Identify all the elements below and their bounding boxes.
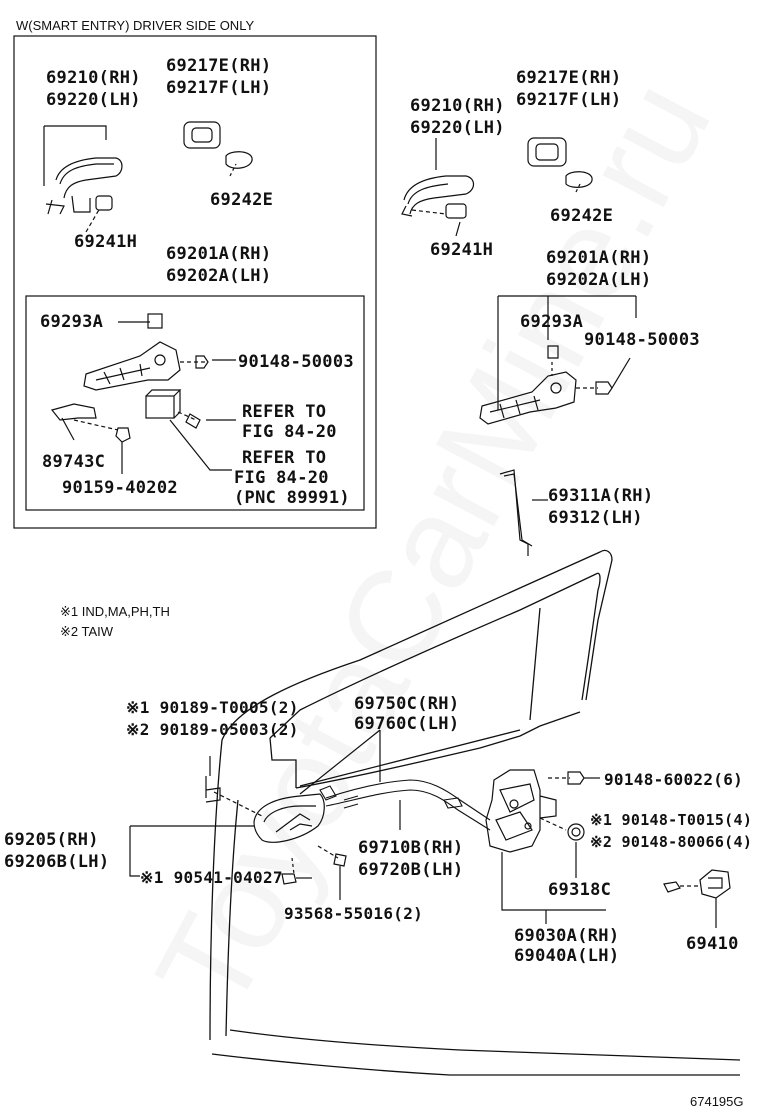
label-main-pad: 69242E [550, 206, 614, 226]
label-inset-pad: 69242E [210, 190, 274, 210]
striker [699, 869, 731, 899]
note-2: ※2 TAIW [60, 624, 114, 639]
label-main-rod-rh: 69311A(RH) [548, 486, 654, 506]
cables [319, 779, 491, 831]
main-cover [527, 137, 567, 167]
label-inset-refer2-b: FIG 84-20 [234, 468, 329, 488]
label-inset-bracket: 89743C [42, 452, 106, 472]
inset-handle [43, 125, 123, 215]
inset-frame [13, 35, 377, 529]
note-1: ※1 IND,MA,PH,TH [60, 604, 170, 619]
label-inset-refer1-b: FIG 84-20 [242, 422, 337, 442]
label-lower-screw-c: 90148-60022(6) [604, 770, 744, 789]
inset-subframe [25, 295, 365, 511]
label-lower-cable-lh: 69760C(LH) [354, 714, 460, 734]
lock-cover [567, 823, 585, 841]
label-lower-cover: 69318C [548, 880, 612, 900]
label-inset-cover-lh: 69217F(LH) [166, 78, 272, 98]
inset-pad [225, 151, 253, 169]
label-lower-lock-rh: 69030A(RH) [514, 926, 620, 946]
door-lock [485, 769, 557, 853]
label-main-clip: 69293A [520, 312, 584, 332]
label-inset-screw2: 90159-40202 [62, 478, 178, 498]
label-main-cover-lh: 69217F(LH) [516, 90, 622, 110]
label-lower-screw-g: 93568-55016(2) [284, 904, 424, 923]
label-lower-lock-lh: 69040A(LH) [514, 946, 620, 966]
label-lower-screw-e: ※2 90148-80066(4) [590, 833, 753, 851]
label-inset-cover-rh: 69217E(RH) [166, 56, 272, 76]
label-lower-cable2-rh: 69710B(RH) [358, 838, 464, 858]
label-inset-frame-lh: 69202A(LH) [166, 266, 272, 286]
inner-handle [253, 793, 325, 843]
door-outline [209, 549, 741, 1076]
label-main-frame-rh: 69201A(RH) [546, 248, 652, 268]
label-lower-screw-d: ※1 90148-T0015(4) [590, 811, 753, 829]
label-lower-screw-f: ※1 90541-04027 [140, 868, 283, 887]
label-lower-inner-rh: 69205(RH) [4, 830, 99, 850]
inset-switch [145, 389, 182, 419]
inset-cover [183, 121, 221, 149]
label-lower-striker: 69410 [686, 934, 739, 954]
label-inset-clip: 69293A [40, 312, 104, 332]
label-main-rod-lh: 69312(LH) [548, 508, 643, 528]
label-main-handle-lh: 69220(LH) [410, 118, 505, 138]
label-lower-cable-rh: 69750C(RH) [354, 694, 460, 714]
label-main-cover-rh: 69217E(RH) [516, 68, 622, 88]
main-frame-part [479, 345, 577, 425]
label-main-screw: 90148-50003 [584, 330, 700, 350]
label-inset-handle-lh: 69220(LH) [46, 90, 141, 110]
inset-bracket [50, 403, 97, 421]
label-inset-refer1-a: REFER TO [242, 402, 327, 422]
label-lower-screw-a: ※1 90189-T0005(2) [126, 698, 299, 717]
label-inset-refer2-c: (PNC 89991) [234, 488, 350, 508]
label-lower-inner-lh: 69206B(LH) [4, 852, 110, 872]
main-handle [401, 175, 475, 219]
label-lower-cable2-lh: 69720B(LH) [358, 860, 464, 880]
header-note: W(SMART ENTRY) DRIVER SIDE ONLY [16, 18, 255, 33]
label-lower-screw-b: ※2 90189-05003(2) [126, 720, 299, 739]
figure-code: 674195G [690, 1094, 744, 1109]
label-inset-frame-rh: 69201A(RH) [166, 244, 272, 264]
label-inset-cap: 69241H [74, 232, 138, 252]
rod [499, 469, 533, 556]
label-inset-screw: 90148-50003 [238, 352, 354, 372]
main-pad [565, 171, 593, 188]
label-inset-handle-rh: 69210(RH) [46, 68, 141, 88]
label-main-handle-rh: 69210(RH) [410, 96, 505, 116]
label-main-cap: 69241H [430, 240, 494, 260]
label-inset-refer2-a: REFER TO [242, 448, 327, 468]
label-main-frame-lh: 69202A(LH) [546, 270, 652, 290]
inset-frame-part [83, 313, 181, 391]
